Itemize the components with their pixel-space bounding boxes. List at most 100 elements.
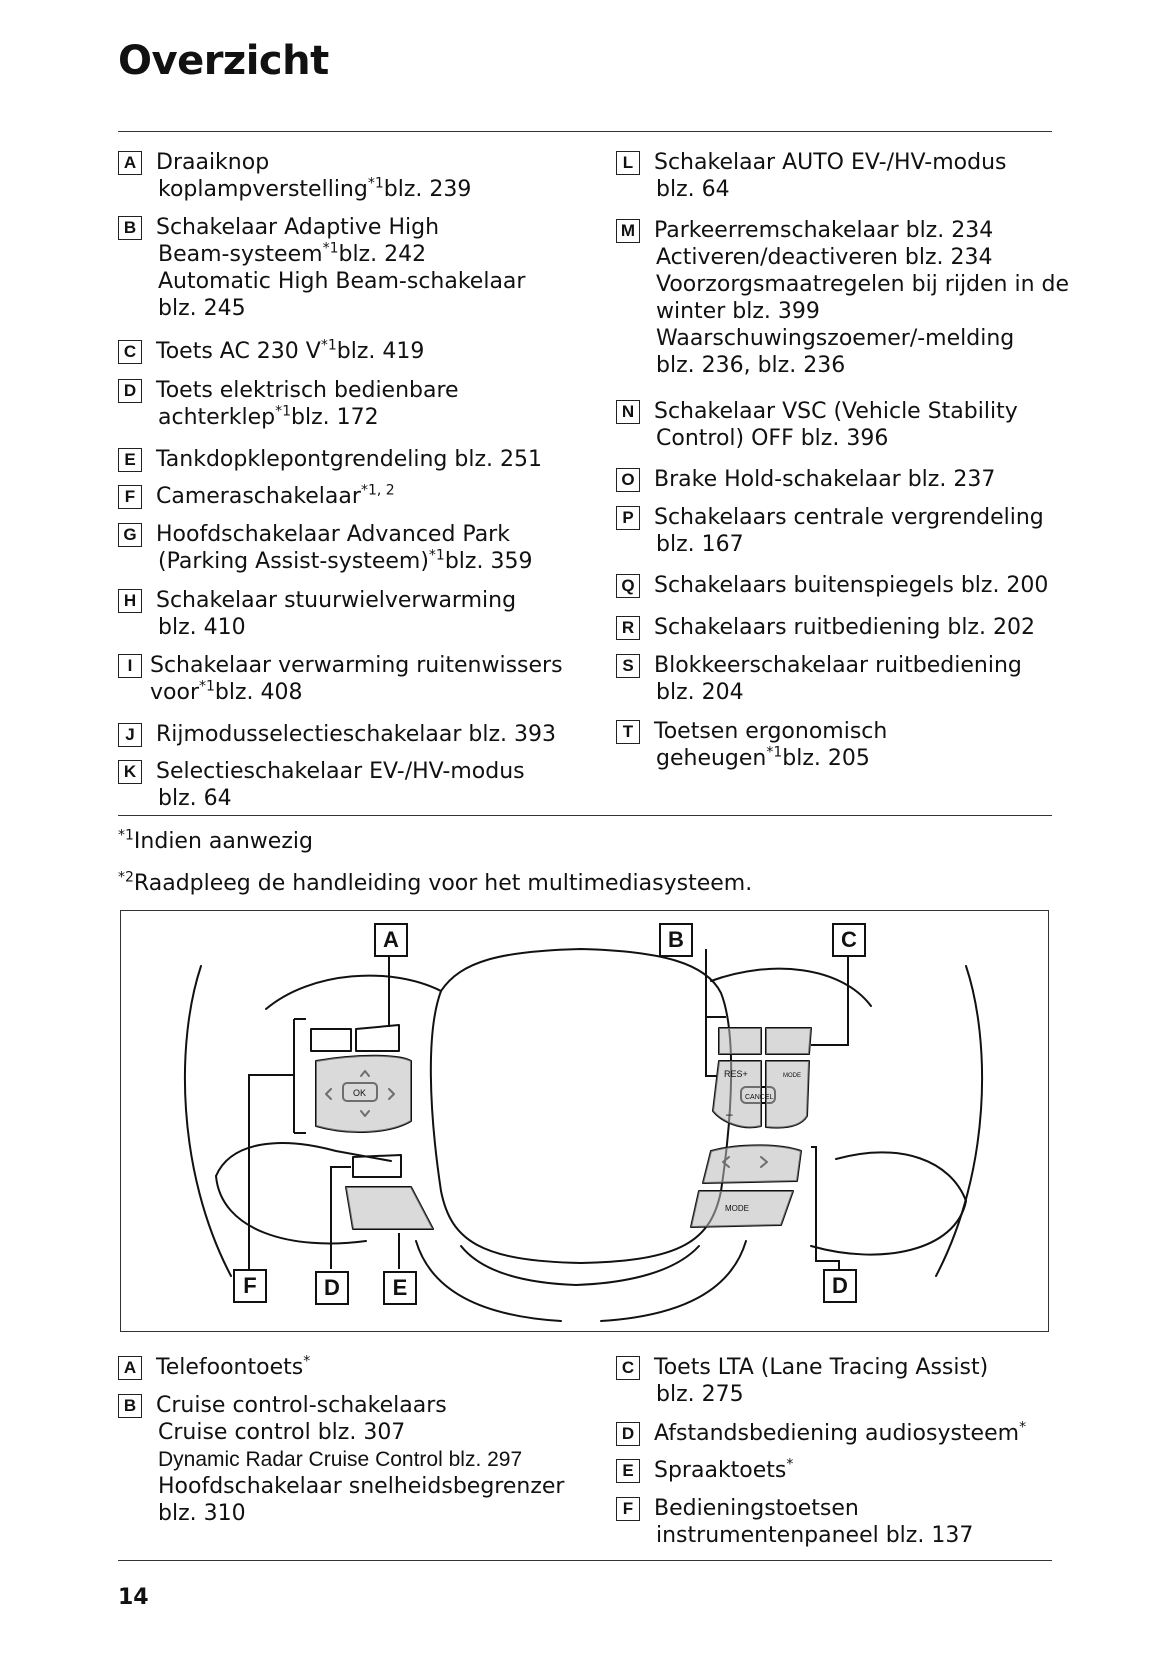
left-spoke-body (215, 1142, 392, 1177)
entry-text: Schakelaar VSC (Vehicle Stability (654, 399, 1018, 424)
legend-entry-e: E Tankdopklepontgrendeling blz. 251 (118, 446, 568, 473)
key-badge: O (616, 468, 640, 492)
minus-label: – (726, 1107, 733, 1121)
key-badge: R (616, 616, 640, 640)
entry-text: instrumentenpaneel blz. 137 (656, 1523, 974, 1548)
key-badge: N (616, 400, 640, 424)
key-badge: P (616, 506, 640, 530)
entry-text: (Parking Assist-systeem)*1blz. 359 (158, 547, 533, 574)
entry-text: blz. 236, blz. 236 (656, 353, 846, 378)
key-badge: E (616, 1459, 640, 1483)
entry-text: blz. 204 (656, 680, 744, 705)
callout-f: F (233, 1269, 267, 1303)
entry-text: blz. 275 (656, 1382, 744, 1407)
entry-text: blz. 245 (158, 296, 246, 321)
entry-text: Dynamic Radar Cruise Control blz. 297 (158, 1448, 523, 1471)
entry-text: Schakelaar AUTO EV-/HV-modus (654, 150, 1007, 175)
lower-column-left (415, 1240, 562, 1322)
rim-left-arc (183, 965, 232, 1277)
entry-text: Waarschuwingszoemer/-melding (656, 326, 1015, 351)
entry-text: achterklep*1blz. 172 (158, 403, 379, 430)
entry-text: Schakelaar stuurwielverwarming (156, 588, 517, 613)
page-title: Overzicht (118, 38, 329, 84)
entry-text: Schakelaars buitenspiegels blz. 200 (654, 573, 1049, 598)
res-label: RES+ (724, 1069, 748, 1079)
entry-text: Hoofdschakelaar snelheidsbegrenzer (158, 1474, 565, 1499)
legend-entry-h: H Schakelaar stuurwielverwarming blz. 410 (118, 587, 568, 641)
legend-entry-j: J Rijmodusselectieschakelaar blz. 393 (118, 721, 568, 748)
rim-right-arc (935, 965, 984, 1277)
legend-entry-g: G Hoofdschakelaar Advanced Park (Parking … (118, 521, 568, 575)
key-badge: H (118, 589, 142, 613)
key-badge: E (118, 448, 142, 472)
entry-text: blz. 64 (158, 786, 232, 811)
steering-wheel-illustration: OK RES+ MODE CANCEL – MODE (183, 943, 984, 1322)
entry-text: koplampverstelling*1blz. 239 (158, 175, 472, 202)
entry-text: Voorzorgsmaatregelen bij rijden in de (656, 272, 1070, 297)
entry-text: blz. 64 (656, 177, 730, 202)
entry-text: Schakelaar Adaptive High (156, 215, 440, 240)
legend-entry-o: O Brake Hold-schakelaar blz. 237 (616, 466, 1066, 493)
callout-a: A (374, 923, 408, 957)
entry-text: blz. 167 (656, 532, 744, 557)
entry-text: Afstandsbediening audiosysteem* (654, 1419, 1027, 1446)
entry-text: Cruise control-schakelaars (156, 1393, 447, 1418)
key-badge: B (118, 1394, 142, 1418)
header-rule (118, 131, 1052, 132)
left-spoke-body (215, 1175, 367, 1245)
entry-text: Toets elektrisch bedienbare (156, 378, 459, 403)
entry-text: winter blz. 399 (656, 299, 820, 324)
entry-text: blz. 410 (158, 615, 246, 640)
key-badge: C (118, 340, 142, 364)
entry-text: blz. 310 (158, 1501, 246, 1526)
key-badge: J (118, 723, 142, 747)
entry-text: Hoofdschakelaar Advanced Park (156, 522, 510, 547)
mode-label: MODE (725, 1204, 749, 1213)
footnote-text: Raadpleeg de handleiding voor het multim… (133, 871, 753, 896)
callout-d-right: D (823, 1269, 857, 1303)
entry-text: Cameraschakelaar*1, 2 (156, 482, 395, 509)
key-badge: T (616, 720, 640, 744)
legend-entry-r: R Schakelaars ruitbediening blz. 202 (616, 614, 1066, 641)
callout-c: C (832, 923, 866, 957)
entry-text: Tankdopklepontgrendeling blz. 251 (156, 447, 542, 472)
spoke-curve (265, 974, 442, 1010)
entry-text: Cruise control blz. 307 (158, 1420, 406, 1445)
footnote-mark: *2 (118, 869, 134, 886)
key-badge: C (616, 1356, 640, 1380)
entry-text: Toetsen ergonomisch (654, 719, 888, 744)
lower-column-right (600, 1240, 747, 1322)
entry-text: Rijmodusselectieschakelaar blz. 393 (156, 722, 556, 747)
entry-text: Schakelaar verwarming ruitenwissers (150, 653, 563, 678)
footnote-text: Indien aanwezig (133, 829, 313, 854)
entry-text: Bedieningstoetsen (654, 1496, 859, 1521)
entry-text: Telefoontoets* (156, 1353, 311, 1380)
entry-text: Brake Hold-schakelaar blz. 237 (654, 467, 996, 492)
entry-text: Automatic High Beam-schakelaar (158, 269, 526, 294)
key-badge: A (118, 151, 142, 175)
leader-line-d-right (811, 1146, 840, 1269)
key-badge: G (118, 523, 142, 547)
legend-entry-b: B Schakelaar Adaptive High Beam-systeem*1… (118, 214, 568, 322)
back-button (310, 1028, 352, 1052)
key-badge: Q (616, 574, 640, 598)
entry-text: Schakelaars ruitbediening blz. 202 (654, 615, 1035, 640)
page-number: 14 (118, 1585, 149, 1610)
entry-text: Parkeerremschakelaar blz. 234 (654, 218, 994, 243)
footer-rule (118, 1560, 1052, 1561)
lower-column-inner (460, 1245, 700, 1286)
entry-text: Beam-systeem*1blz. 242 (158, 240, 427, 267)
callout-e: E (383, 1271, 417, 1305)
key-badge: B (118, 216, 142, 240)
key-badge: D (616, 1422, 640, 1446)
phone-button (355, 1024, 400, 1052)
